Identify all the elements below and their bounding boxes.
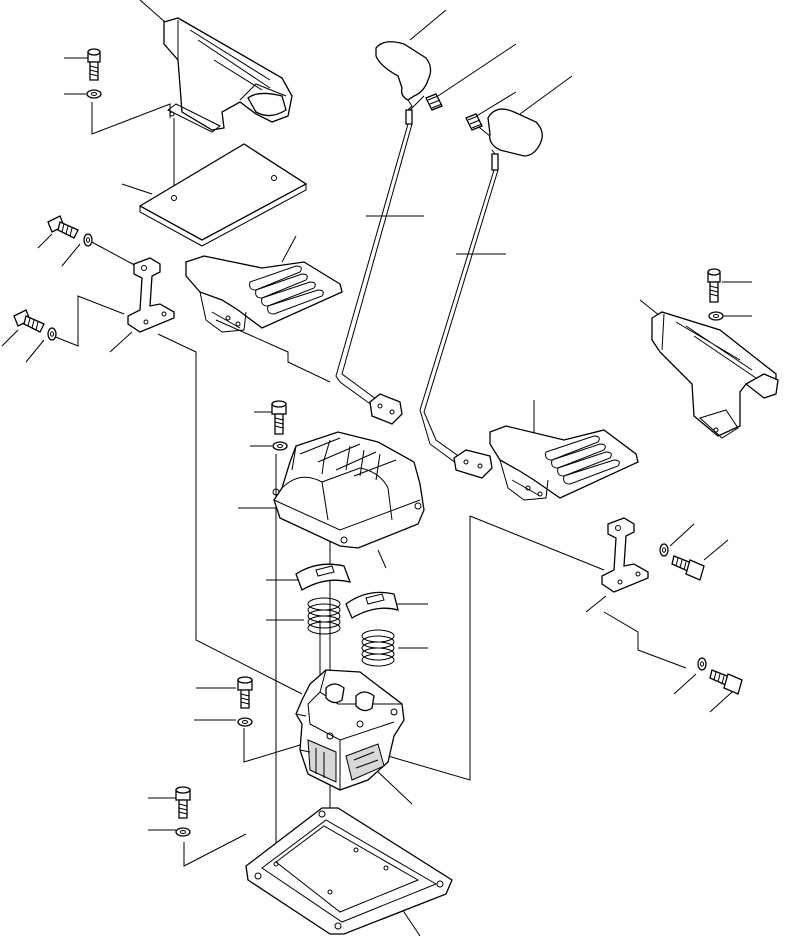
control-lever-right: [419, 108, 543, 479]
bracket-left: [127, 257, 175, 333]
bolt-right-top-icon: [707, 268, 721, 303]
pedal-cover-right: [651, 311, 779, 439]
spring-seat-right: [345, 591, 399, 619]
bolt-cover-icon: [271, 400, 287, 435]
washer-cover-icon: [272, 441, 288, 451]
coil-spring-right-icon: [361, 629, 395, 667]
bolt-base-icon: [175, 786, 191, 819]
pedal-left-treads-icon: [249, 265, 324, 315]
spring-seat-left: [295, 563, 352, 591]
pedal-right: [489, 425, 639, 501]
pedal-left: [185, 255, 343, 333]
washer-base-icon: [175, 827, 191, 837]
floor-plate: [138, 143, 308, 247]
washer-right-mid-icon: [659, 543, 669, 557]
valve-cover: [272, 431, 425, 549]
coil-spring-left-icon: [307, 597, 341, 635]
small-spring-left-icon: [425, 93, 443, 111]
pedal-right-treads-icon: [545, 435, 620, 485]
bolt-valve-icon: [237, 676, 253, 709]
washer-left-upper-icon: [83, 233, 93, 247]
washer-valve-icon: [237, 717, 253, 727]
pedal-cover-left: [163, 17, 293, 133]
washer-top-left-icon: [86, 89, 102, 99]
bolt-right-mid-icon: [671, 555, 705, 581]
pilot-valve: [295, 669, 405, 791]
bracket-right: [601, 517, 649, 593]
bolt-left-lower-icon: [13, 309, 45, 333]
bolt-top-left-icon: [87, 48, 101, 81]
base-plate: [245, 807, 453, 935]
washer-right-low-icon: [697, 657, 707, 671]
washer-right-top-icon: [708, 311, 724, 321]
bolt-right-low-icon: [709, 669, 743, 695]
control-lever-left: [335, 41, 432, 425]
washer-left-lower-icon: [47, 327, 57, 341]
bolt-left-upper-icon: [47, 215, 79, 239]
small-spring-right-icon: [465, 113, 483, 131]
callout-leaders: [1, 0, 752, 936]
